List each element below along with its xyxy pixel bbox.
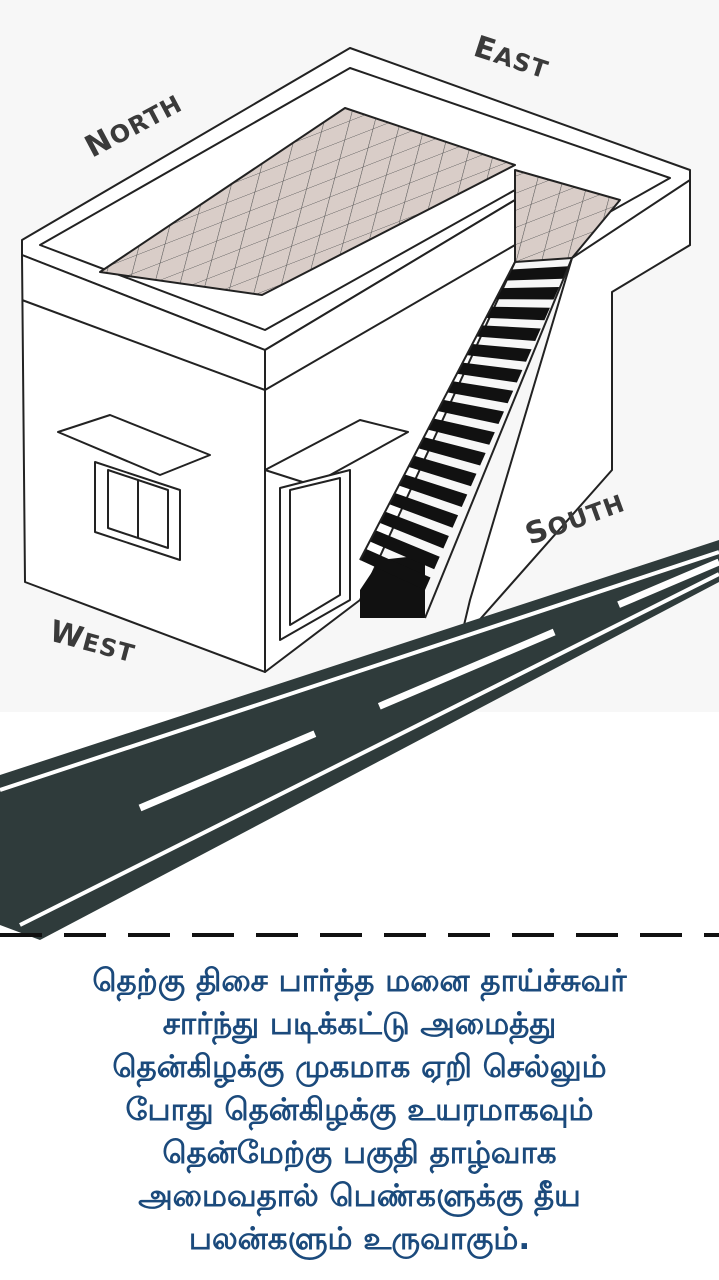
- caption-text: தெற்கு திசை பார்த்த மனை தாய்ச்சுவர் சார்…: [0, 960, 719, 1261]
- caption-line: சார்ந்து படிக்கட்டு அமைத்து: [162, 1006, 557, 1042]
- caption-line: தென்மேற்கு பகுதி தாழ்வாக: [162, 1135, 557, 1171]
- stair-step: [369, 530, 440, 570]
- stair-steps: [360, 266, 569, 590]
- caption-line: போது தென்கிழக்கு உயரமாகவும்: [125, 1092, 594, 1128]
- door-awning: [264, 419, 409, 486]
- caption-line: தெற்கு திசை பார்த்த மனை தாய்ச்சுவர்: [92, 963, 627, 999]
- stair-step: [456, 362, 523, 383]
- label-west: WEST: [46, 614, 139, 670]
- stair-step: [447, 381, 514, 404]
- stair-step: [408, 455, 477, 487]
- stair-step: [418, 437, 486, 466]
- stair-step: [476, 325, 541, 341]
- road: [0, 540, 719, 940]
- caption-line: அமைவதால் பெண்களுக்கு தீய: [138, 1178, 581, 1214]
- stair-step: [360, 548, 431, 590]
- caption-line: தென்கிழக்கு முகமாக ஏறி செல்லும்: [112, 1049, 607, 1085]
- window-awning: [57, 414, 211, 476]
- house-drawing: [21, 47, 691, 673]
- caption-line: பலன்களும் உருவாகும்.: [188, 1221, 531, 1257]
- stair-step: [389, 492, 459, 528]
- stair-step: [505, 266, 569, 281]
- stair-step: [466, 343, 532, 362]
- stair-step: [485, 306, 550, 321]
- stair-step: [495, 287, 560, 300]
- stair-step: [437, 399, 505, 424]
- stair-step: [427, 418, 495, 445]
- stair-step: [379, 511, 449, 549]
- house-illustration: NORTH EAST SOUTH WEST: [0, 29, 719, 940]
- roof-tiles: [99, 107, 516, 296]
- stair-step: [398, 474, 468, 507]
